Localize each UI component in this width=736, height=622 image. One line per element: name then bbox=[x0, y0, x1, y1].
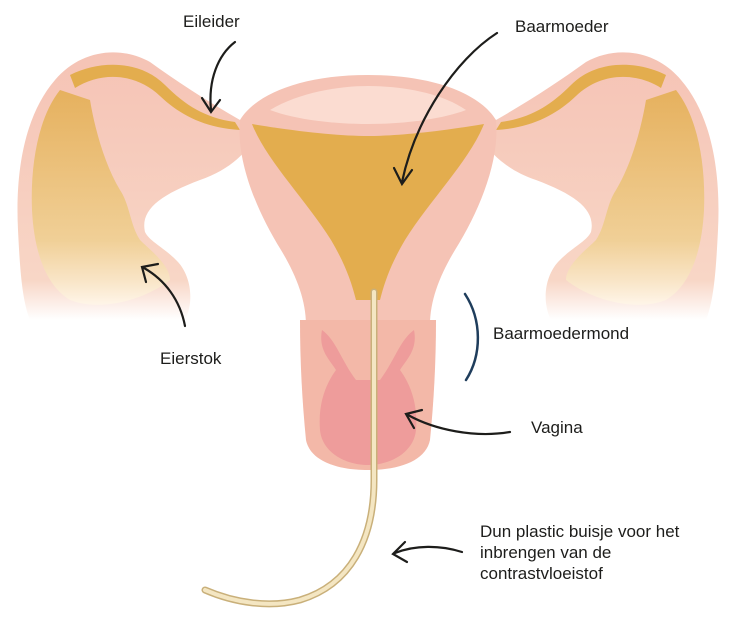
label-baarmoedermond: Baarmoedermond bbox=[493, 323, 629, 344]
arrow-buisje bbox=[393, 542, 462, 562]
label-buisje: Dun plastic buisje voor het inbrengen va… bbox=[480, 521, 730, 584]
label-baarmoeder: Baarmoeder bbox=[515, 16, 609, 37]
label-eierstok: Eierstok bbox=[160, 348, 221, 369]
cervix-bracket bbox=[465, 294, 478, 380]
label-eileider: Eileider bbox=[183, 11, 240, 32]
label-vagina: Vagina bbox=[531, 417, 583, 438]
